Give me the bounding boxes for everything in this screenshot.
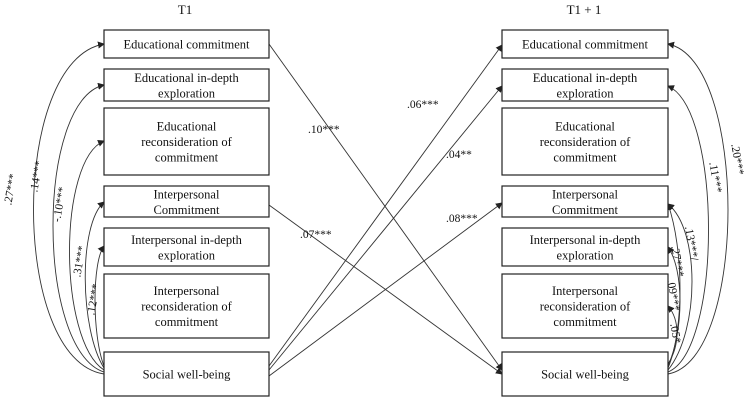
right-box-7: Social well-being xyxy=(501,351,669,397)
left-box-label: Interpersonal xyxy=(154,187,220,201)
left-box-frame xyxy=(103,273,270,339)
left-box-7: Social well-being xyxy=(103,351,270,397)
right-box-label: Interpersonal xyxy=(552,187,618,201)
left-correlation-arc xyxy=(69,140,105,371)
left-box-frame xyxy=(103,107,270,176)
left-correlation-coefficient: .27*** xyxy=(2,173,19,206)
right-box-label: reconsideration of xyxy=(540,135,631,149)
left-box-frame xyxy=(103,351,270,397)
left-box-label: commitment xyxy=(155,151,219,165)
right-correlation-coefficient: .11*** xyxy=(706,161,723,194)
right-box-frame xyxy=(501,273,669,339)
left-box-label: Educational xyxy=(157,120,217,134)
left-correlation-coefficient: .31*** xyxy=(71,245,88,278)
left-box-frame xyxy=(103,185,270,218)
correlation-arcs: .27*** .14*** -.10*** .31*** .12*** .20*** .11… xyxy=(2,41,746,375)
left-box-label: Educational commitment xyxy=(123,38,250,52)
left-correlation-coefficient: .14*** xyxy=(28,160,45,193)
left-correlation-arc xyxy=(94,245,105,367)
left-box-6: Interpersonal reconsideration ofcommitmen… xyxy=(103,273,270,339)
right-box-frame xyxy=(501,29,669,59)
right-box-label: Interpersonal xyxy=(552,284,618,298)
left-box-label: reconsideration of xyxy=(141,300,232,314)
right-box-frame xyxy=(501,351,669,397)
right-box-frame xyxy=(501,68,669,102)
cross-path-arrow xyxy=(268,85,503,371)
right-box-label: Commitment xyxy=(552,203,619,217)
left-correlation-coefficient: -.10*** xyxy=(51,186,69,223)
right-box-label: reconsideration of xyxy=(540,300,631,314)
left-box-frame xyxy=(103,68,270,102)
right-box-label: Educational in-depth xyxy=(533,71,638,85)
left-box-label: Social well-being xyxy=(143,368,232,382)
left-correlation-arc xyxy=(84,201,105,369)
right-box-frame xyxy=(501,227,669,267)
left-box-1: Educational commitment xyxy=(103,29,270,59)
right-correlation-arc xyxy=(667,203,693,371)
right-box-label: Educational commitment xyxy=(522,38,649,52)
right-box-1: Educational commitment xyxy=(501,29,669,59)
left-correlation-arc xyxy=(33,41,105,375)
cross-path-coefficient: .06*** xyxy=(407,99,439,111)
right-correlation-coefficient: .20*** xyxy=(728,143,745,176)
cross-path-arrow xyxy=(268,44,503,367)
left-box-label: commitment xyxy=(155,315,219,329)
left-box-label: Educational in-depth xyxy=(134,71,239,85)
right-correlation-coefficient: .13***/ xyxy=(682,225,700,262)
right-box-frame xyxy=(501,107,669,176)
left-box-label: Interpersonal xyxy=(154,284,220,298)
right-box-label: Interpersonal in-depth xyxy=(530,233,641,247)
right-correlation-arc xyxy=(667,41,729,375)
left-box-label: reconsideration of xyxy=(141,135,232,149)
left-correlation-coefficient: .12*** xyxy=(85,283,102,316)
cross-path-coefficient: .04** xyxy=(446,149,472,161)
right-box-label: commitment xyxy=(553,315,617,329)
left-box-label: Commitment xyxy=(154,203,221,217)
cross-path-arrow xyxy=(268,202,503,377)
cross-path-coefficient: .10*** xyxy=(308,124,340,136)
right-correlation-coefficient: .05* xyxy=(667,323,682,345)
right-box-label: commitment xyxy=(553,151,617,165)
left-correlation-arc xyxy=(52,82,105,373)
right-box-frame xyxy=(501,185,669,218)
right-correlation-coefficient: .27*** xyxy=(668,245,685,278)
right-correlation-arc xyxy=(667,246,681,367)
left-box-label: exploration xyxy=(158,248,216,262)
right-correlation-arc xyxy=(667,85,709,373)
left-box-frame xyxy=(103,29,270,59)
left-box-frame xyxy=(103,227,270,267)
left-column-title: T1 xyxy=(178,2,192,17)
cross-lagged-paths: .10*** .07*** .06*** .04** .08*** xyxy=(268,43,503,377)
left-box-label: exploration xyxy=(158,86,216,100)
right-box-label: Educational xyxy=(555,120,615,134)
cross-path-coefficient: .08*** xyxy=(446,213,478,225)
right-box-label: Social well-being xyxy=(541,368,630,382)
right-column-title: T1 + 1 xyxy=(567,2,602,17)
right-box-label: exploration xyxy=(557,86,615,100)
right-correlation-arc xyxy=(667,305,678,365)
left-box-label: Interpersonal in-depth xyxy=(131,233,242,247)
cross-path-coefficient: .07*** xyxy=(300,229,332,241)
cross-path-arrow xyxy=(268,43,503,371)
right-box-label: exploration xyxy=(557,248,615,262)
right-correlation-coefficient: .09*** xyxy=(664,279,681,312)
right-box-6: Interpersonal reconsideration ofcommitmen… xyxy=(501,273,669,339)
